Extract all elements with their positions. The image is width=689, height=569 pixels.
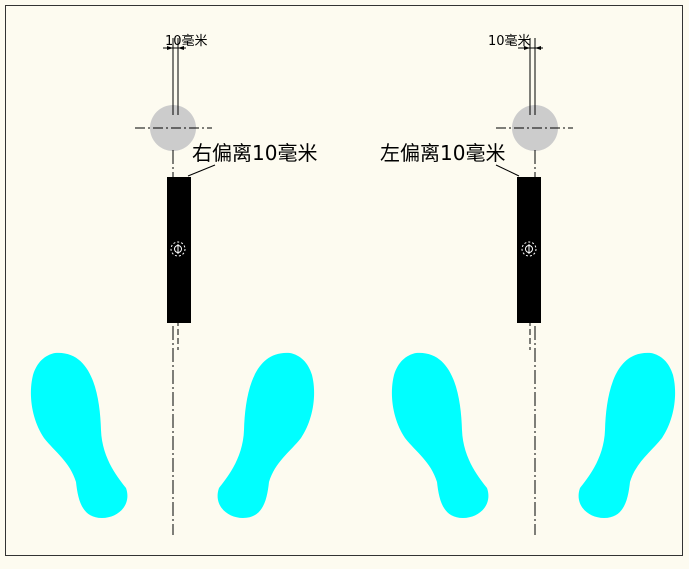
left-footprint (391, 352, 489, 518)
dimension-label: 10毫米 (165, 33, 208, 49)
right-panel: 10毫米 左偏离10毫米 (380, 33, 676, 535)
bar-marker-ring (170, 241, 186, 257)
bar-marker-ring (521, 241, 537, 257)
dimension-arrow-head-right (178, 46, 184, 50)
leader-line (187, 164, 216, 177)
dimension-arrow-head-left (524, 46, 530, 50)
dimension-label: 10毫米 (488, 33, 531, 49)
frame-border (5, 5, 683, 556)
left-footprint (30, 352, 128, 518)
right-footprint (578, 352, 676, 518)
dimension-arrow-head-left (167, 46, 173, 50)
left-panel: 10毫米 右偏离10毫米 (30, 33, 317, 535)
dimension-arrow-head-right (535, 46, 541, 50)
offset-label: 左偏离10毫米 (380, 141, 505, 165)
right-footprint (217, 352, 315, 518)
leader-line (495, 164, 520, 177)
offset-label: 右偏离10毫米 (192, 141, 317, 165)
